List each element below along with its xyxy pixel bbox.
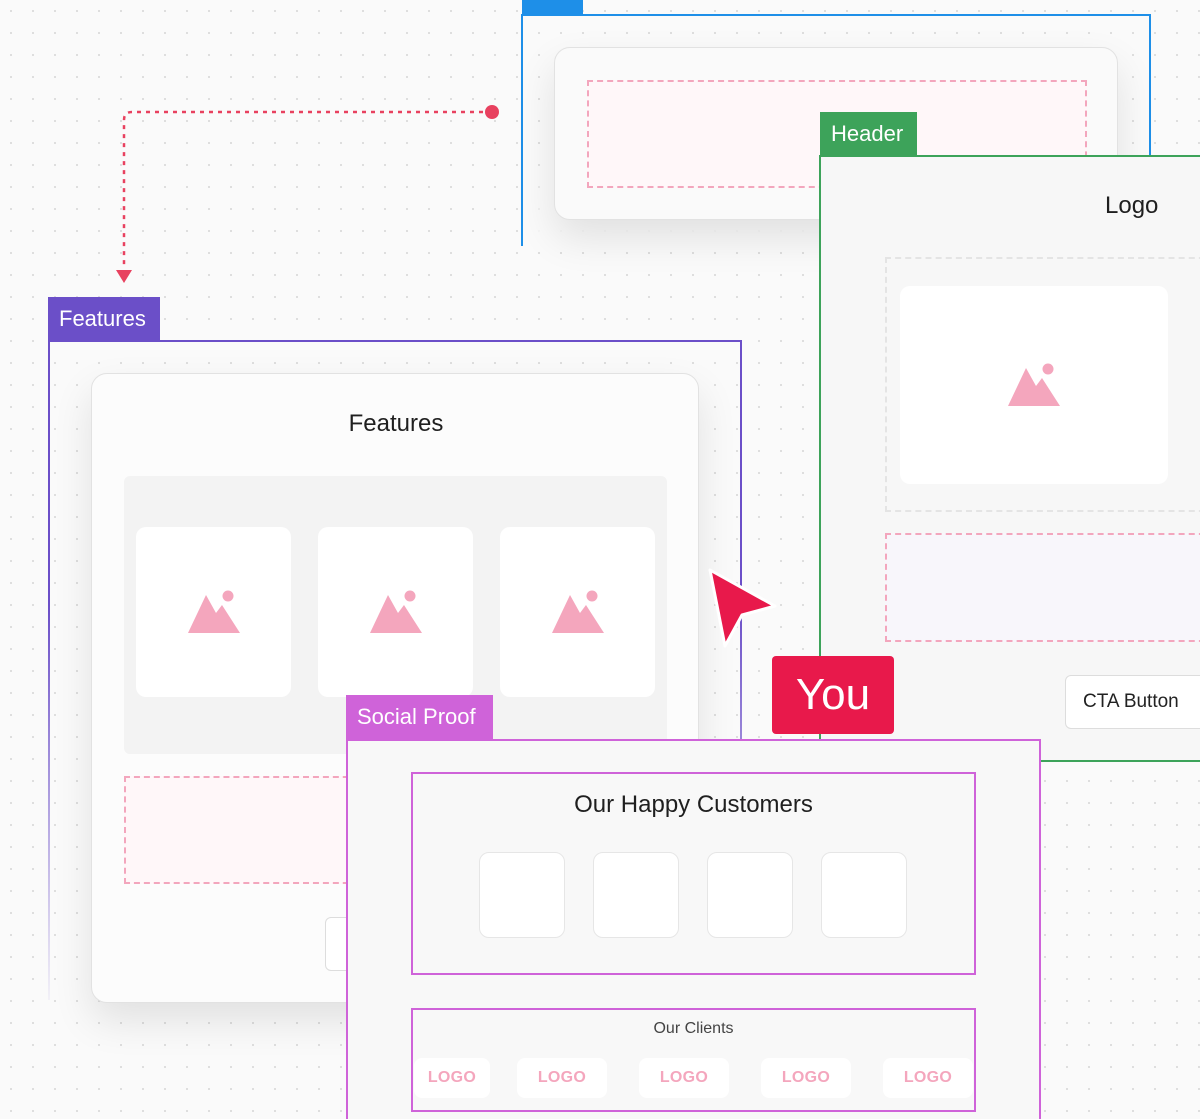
feature-image-tile (500, 527, 655, 697)
header-logo: Logo (1105, 192, 1159, 219)
customer-tile (821, 852, 907, 938)
features-title: Features (348, 410, 444, 437)
social-proof-frame (346, 739, 1041, 1119)
connector-arrow-icon (116, 270, 132, 283)
feature-image-tile (136, 527, 291, 697)
connector-line (116, 105, 499, 283)
header-text-placeholder (885, 533, 1200, 642)
customers-section (411, 772, 976, 975)
cursor-icon (708, 568, 777, 648)
social-proof-frame-tag[interactable]: Social Proof (346, 695, 493, 739)
clients-title: Our Clients (653, 1020, 734, 1037)
image-icon (369, 590, 422, 633)
connector-start-dot (485, 105, 499, 119)
client-logo: LOGO (639, 1058, 729, 1098)
header-hero-placeholder (885, 257, 1200, 512)
top-frame-tag[interactable] (522, 0, 583, 16)
user-cursor-label: You (772, 656, 894, 734)
feature-image-tile (318, 527, 473, 697)
customers-title: Our Happy Customers (574, 791, 813, 818)
client-logo: LOGO (414, 1058, 490, 1098)
customer-tile (593, 852, 679, 938)
customer-tile (479, 852, 565, 938)
client-logo: LOGO (517, 1058, 607, 1098)
clients-section (411, 1008, 976, 1112)
image-icon (551, 590, 604, 633)
image-icon (187, 590, 240, 633)
customer-tile (707, 852, 793, 938)
image-icon (1008, 363, 1060, 406)
client-logo: LOGO (883, 1058, 973, 1098)
features-frame-tag[interactable]: Features (48, 297, 160, 341)
header-frame-tag[interactable]: Header (820, 112, 917, 156)
client-logo: LOGO (761, 1058, 851, 1098)
header-image-tile (900, 286, 1168, 484)
cta-button[interactable]: CTA Button (1065, 675, 1200, 729)
